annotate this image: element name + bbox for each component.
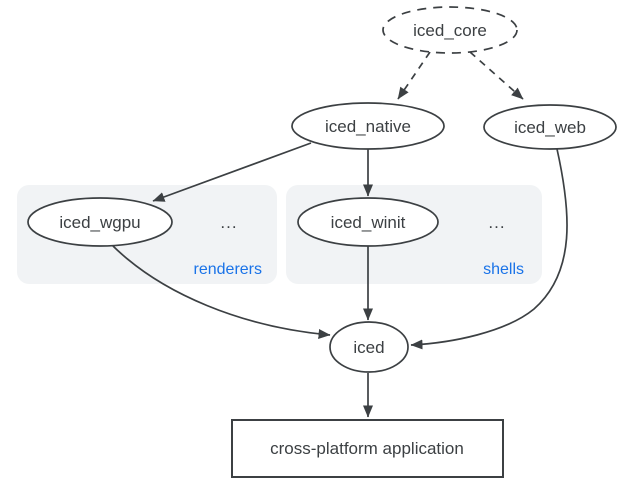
iced-label: iced	[353, 338, 384, 357]
iced-native-label: iced_native	[325, 117, 411, 136]
shells-more-indicator: ...	[488, 213, 505, 232]
application-rect	[231, 419, 504, 478]
renderers-more-indicator: ...	[220, 213, 237, 232]
edge-iced_native-to-iced_wgpu	[152, 142, 312, 202]
node-iced-core: iced_core	[382, 6, 518, 54]
iced-native-ellipse	[291, 102, 445, 150]
iced-wgpu-label: iced_wgpu	[59, 213, 140, 232]
node-application: cross-platform application	[231, 419, 504, 478]
edge-iced_web-to-iced	[410, 148, 568, 350]
iced-winit-ellipse	[297, 197, 439, 247]
node-iced: iced	[329, 321, 409, 373]
application-label: cross-platform application	[270, 439, 464, 458]
node-iced-native: iced_native	[291, 102, 445, 150]
node-iced-winit: iced_winit	[297, 197, 439, 247]
iced-ellipse	[329, 321, 409, 373]
renderers-group-label: renderers	[194, 261, 262, 278]
iced-winit-label: iced_winit	[331, 213, 406, 232]
iced-web-ellipse	[483, 104, 617, 150]
node-iced-wgpu: iced_wgpu	[27, 197, 173, 247]
iced-core-ellipse	[382, 6, 518, 54]
edge-iced_core-to-iced_web	[469, 51, 524, 100]
iced-wgpu-ellipse	[27, 197, 173, 247]
edge-iced_core-to-iced_native	[397, 51, 431, 100]
shells-group-label: shells	[483, 261, 524, 278]
iced-web-label: iced_web	[514, 118, 586, 137]
iced-core-label: iced_core	[413, 21, 487, 40]
node-iced-web: iced_web	[483, 104, 617, 150]
edge-iced_wgpu-to-iced	[112, 245, 331, 339]
